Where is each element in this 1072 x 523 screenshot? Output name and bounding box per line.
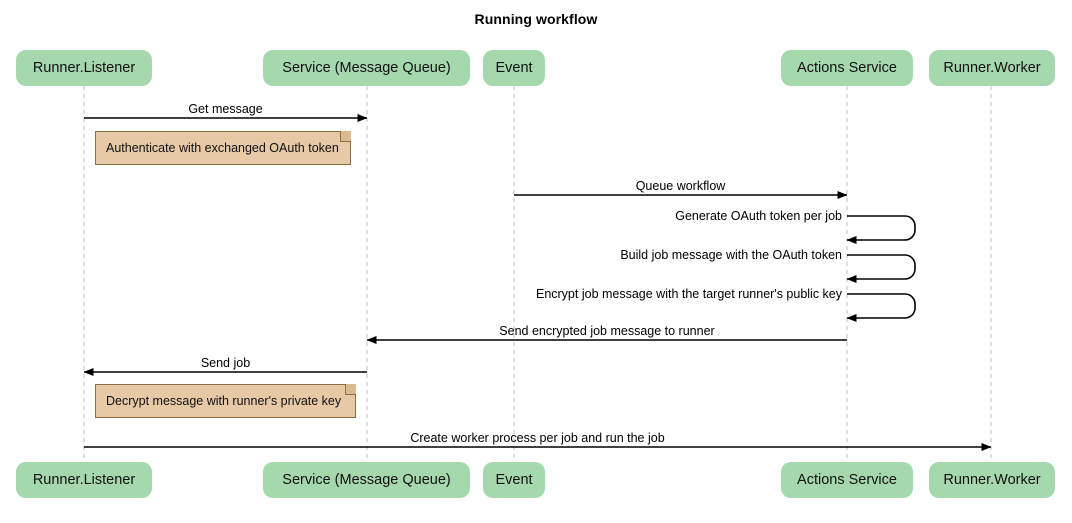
self-message-generate-oauth-token (846, 215, 916, 244)
self-message-build-job-message (846, 254, 916, 283)
self-message-encrypt-job-message (846, 293, 916, 322)
messages-group (83, 114, 992, 451)
self-messages-group (846, 215, 916, 322)
lifelines-group (83, 86, 992, 462)
